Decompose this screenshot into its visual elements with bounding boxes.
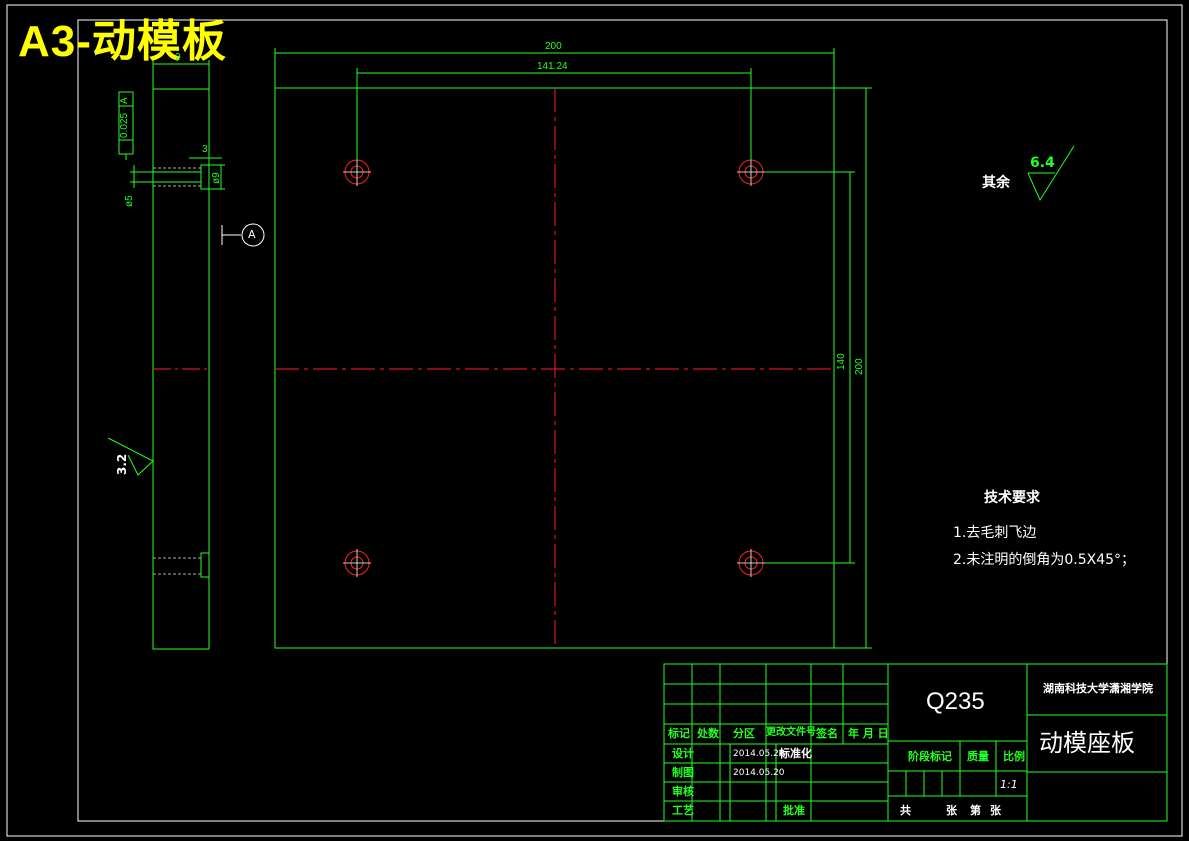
outer-frame [6, 4, 1183, 837]
hdr-change-doc: 更改文件号 [766, 727, 816, 738]
inner-frame [77, 19, 1168, 822]
tech-heading: 技术要求 [984, 490, 1040, 506]
row-process-label: 工艺 [672, 804, 694, 817]
sheet-total: 共 [900, 804, 911, 817]
tech-item-2: 2.未注明的倒角为0.5X45°； [953, 552, 1136, 568]
dim-counterbore-dia: ø9 [211, 172, 222, 184]
hdr-mark: 标记 [668, 727, 690, 740]
row-approve-label: 批准 [783, 804, 805, 817]
parallelism-tolerance: 0.025 [119, 112, 130, 138]
datum-label: A [248, 228, 256, 241]
hdr-zone: 分区 [733, 727, 755, 740]
row-draw-date: 2014.05.20 [733, 768, 785, 778]
hdr-sign: 签名 [816, 727, 838, 740]
parallelism-datum: A [119, 97, 130, 104]
weight-label: 质量 [967, 750, 989, 763]
dim-hole-dia: ø5 [124, 195, 135, 207]
part-name: 动模座板 [1039, 729, 1135, 757]
tech-item-1: 1.去毛刺飞边 [953, 525, 1037, 541]
drawing-title: A3-动模板 [18, 17, 227, 66]
sheet-no: 第 [970, 804, 981, 817]
material: Q235 [926, 688, 985, 715]
dim-overall-width: 200 [545, 41, 562, 52]
front-view [274, 87, 835, 649]
scale-value: 1:1 [1000, 778, 1018, 791]
row-review-label: 审核 [672, 785, 694, 798]
dim-overall-height: 200 [854, 358, 865, 375]
sheet-unit: 张 [946, 804, 957, 817]
hdr-date: 年 月 日 [848, 727, 889, 740]
row-design-date: 2014.05.20 [733, 749, 785, 759]
stage-mark: 阶段标记 [908, 750, 952, 763]
scale-label: 比例 [1003, 750, 1025, 763]
sheet-unit2: 张 [990, 804, 1001, 817]
hdr-count: 处数 [697, 727, 719, 740]
row-draw-label: 制图 [672, 766, 694, 779]
side-roughness: 3.2 [115, 453, 129, 475]
dim-hole-spacing-x: 141.24 [537, 61, 568, 72]
side-view [107, 60, 265, 650]
dim-counterbore-depth: 3 [202, 144, 208, 155]
title-block-grid [663, 663, 1168, 822]
row-design-label: 设计 [672, 747, 694, 760]
school-name: 湖南科技大学潇湘学院 [1043, 682, 1153, 695]
dim-hole-spacing-y: 140 [836, 353, 847, 370]
dimension-lines [274, 48, 1075, 649]
row-design-std: 标准化 [779, 747, 812, 760]
roughness-value: 6.4 [1030, 155, 1055, 171]
roughness-label: 其余 [982, 175, 1010, 191]
dim-thickness: 2 [175, 52, 181, 63]
